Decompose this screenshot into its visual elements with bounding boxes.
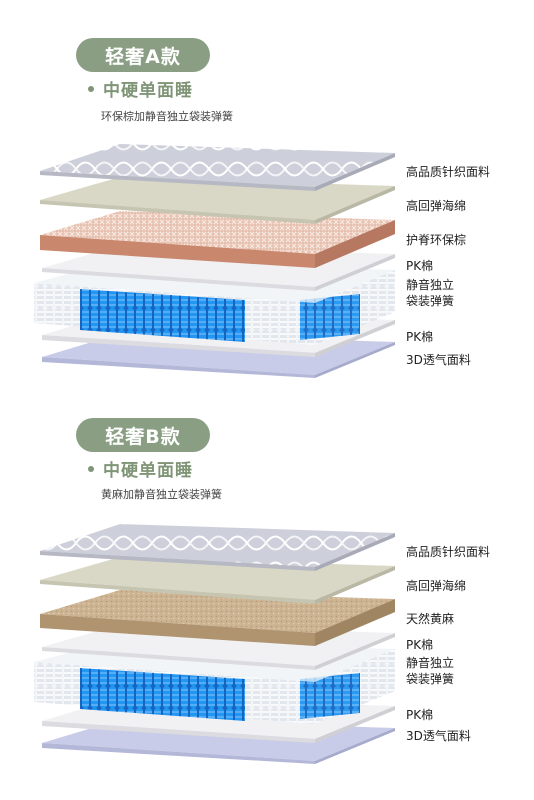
- label-knit-fabric: 高品质针织面料: [406, 165, 491, 179]
- section-title-pill: 轻奢A款: [76, 38, 210, 72]
- bullet-dot-icon: [88, 85, 94, 92]
- label-3d-mesh: 3D透气面料: [406, 353, 471, 367]
- feature-text: 中硬单面睡: [103, 81, 193, 101]
- label-spring-line2: 袋装弹簧: [406, 672, 455, 686]
- label-pk-cotton-top: PK棉: [406, 638, 434, 652]
- section-description: 环保棕加静音独立袋装弹簧: [101, 110, 233, 123]
- section-title: 轻奢B款: [105, 425, 181, 448]
- label-foam: 高回弹海绵: [406, 199, 467, 213]
- layer-knit-fabric: [40, 524, 395, 571]
- feature-line: 中硬单面睡: [88, 76, 193, 101]
- feature-text: 中硬单面睡: [103, 461, 193, 481]
- label-pk-cotton-bottom: PK棉: [406, 708, 434, 722]
- section-title-pill: 轻奢B款: [76, 418, 210, 452]
- section-b: 轻奢B款 中硬单面睡 黄麻加静音独立袋装弹簧: [0, 400, 534, 800]
- label-palm-fiber: 护脊环保棕: [406, 233, 467, 247]
- label-spring-line1: 静音独立: [406, 278, 455, 292]
- label-jute-fiber: 天然黄麻: [406, 612, 455, 626]
- section-description: 黄麻加静音独立袋装弹簧: [101, 488, 222, 501]
- mattress-layers-diagram: [34, 144, 395, 378]
- feature-line: 中硬单面睡: [88, 456, 193, 481]
- label-spring-line2: 袋装弹簧: [406, 294, 455, 308]
- section-a: 轻奢A款 中硬单面睡 环保棕加静音独立袋装弹簧: [34, 38, 491, 378]
- mattress-layers-diagram: [34, 524, 395, 764]
- layer-foam: [40, 557, 395, 604]
- label-pk-cotton-bottom: PK棉: [406, 330, 434, 344]
- label-3d-mesh: 3D透气面料: [406, 729, 471, 743]
- bullet-dot-icon: [88, 465, 94, 472]
- label-knit-fabric: 高品质针织面料: [406, 545, 491, 559]
- label-foam: 高回弹海绵: [406, 579, 467, 593]
- label-spring-line1: 静音独立: [406, 656, 455, 670]
- label-pk-cotton-top: PK棉: [406, 259, 434, 273]
- section-title: 轻奢A款: [105, 45, 181, 68]
- layer-knit-fabric: [40, 144, 395, 191]
